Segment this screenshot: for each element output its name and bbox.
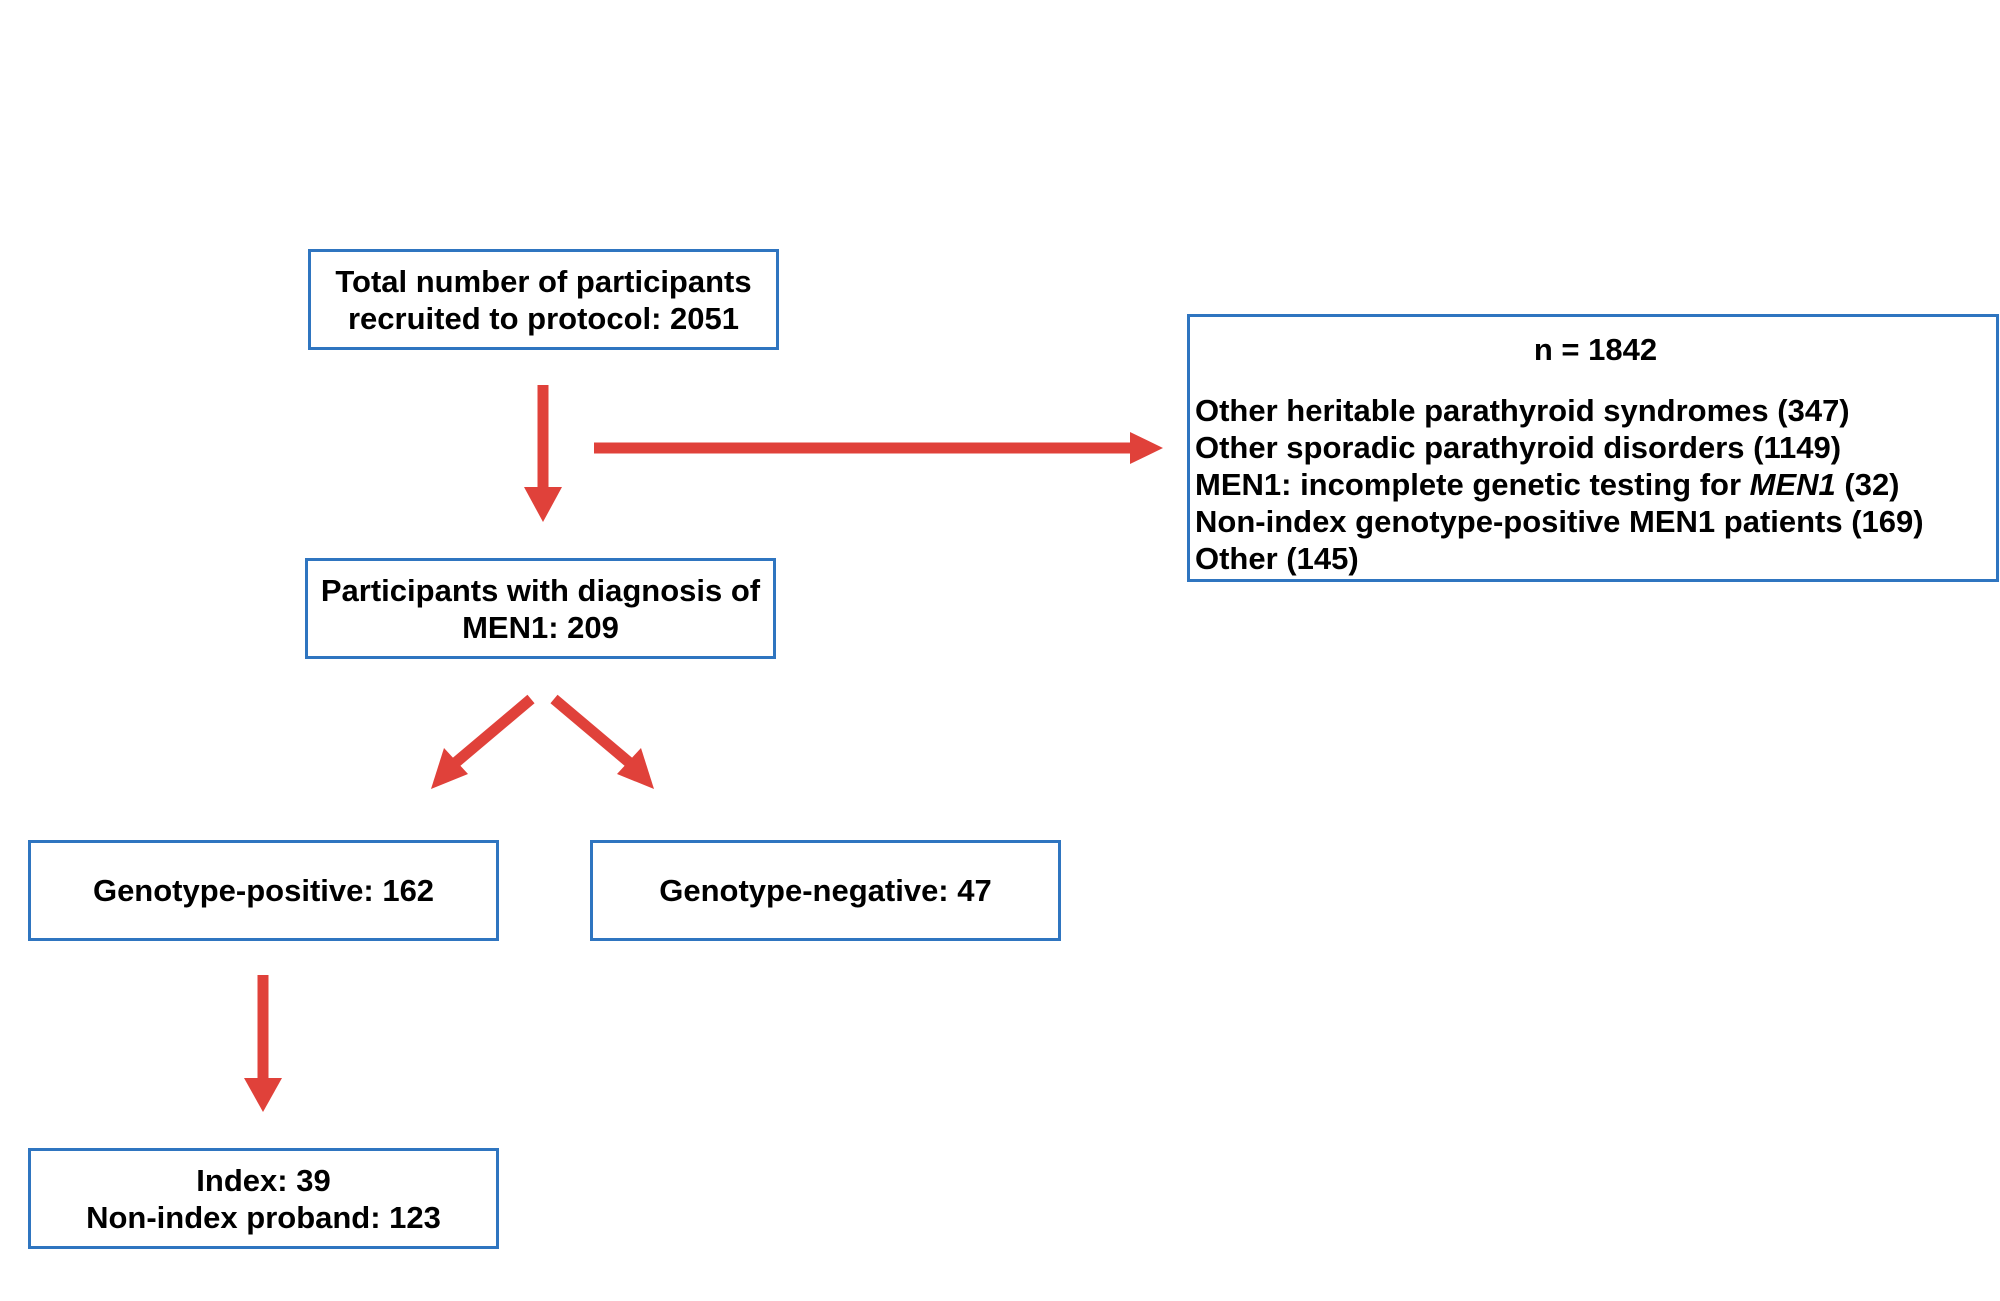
gene-name: MEN1 xyxy=(1749,467,1836,502)
total-line-2: recruited to protocol: 2051 xyxy=(347,300,740,336)
men1-diagnosis-box: Participants with diagnosis of MEN1: 209 xyxy=(305,558,776,659)
genotype-positive-label: Genotype-positive: 162 xyxy=(92,873,435,908)
index-line-1: Index: 39 xyxy=(196,1162,331,1198)
excluded-item: Other (145) xyxy=(1195,541,1359,576)
arrow-men1-to-positive xyxy=(431,694,535,789)
total-line-1: Total number of participants xyxy=(335,263,752,299)
excluded-item-suffix: (32) xyxy=(1835,467,1900,502)
excluded-item: Non-index genotype-positive MEN1 patient… xyxy=(1195,504,1924,539)
men1-line-2: MEN1: 209 xyxy=(462,609,619,645)
index-line-2: Non-index proband: 123 xyxy=(86,1199,441,1235)
excluded-item: Other heritable parathyroid syndromes (3… xyxy=(1195,393,1850,428)
excluded-item-prefix: MEN1: incomplete genetic testing for xyxy=(1195,467,1750,502)
index-proband-box: Index: 39 Non-index proband: 123 xyxy=(28,1148,499,1249)
arrow-positive-to-index xyxy=(244,975,282,1112)
excluded-count: n = 1842 xyxy=(1533,332,1658,367)
genotype-positive-box: Genotype-positive: 162 xyxy=(28,840,499,941)
genotype-negative-box: Genotype-negative: 47 xyxy=(590,840,1061,941)
arrow-total-to-men1 xyxy=(524,385,562,522)
arrow-men1-to-negative xyxy=(550,694,654,789)
total-participants-box: Total number of participants recruited t… xyxy=(308,249,779,350)
men1-line-1: Participants with diagnosis of xyxy=(320,572,761,608)
genotype-negative-label: Genotype-negative: 47 xyxy=(659,873,992,908)
excluded-item-incomplete-testing: MEN1: incomplete genetic testing for MEN… xyxy=(1195,466,1996,503)
arrow-to-excluded xyxy=(594,432,1163,464)
excluded-item: Other sporadic parathyroid disorders (11… xyxy=(1195,430,1842,465)
excluded-participants-box: n = 1842 Other heritable parathyroid syn… xyxy=(1187,314,1999,582)
